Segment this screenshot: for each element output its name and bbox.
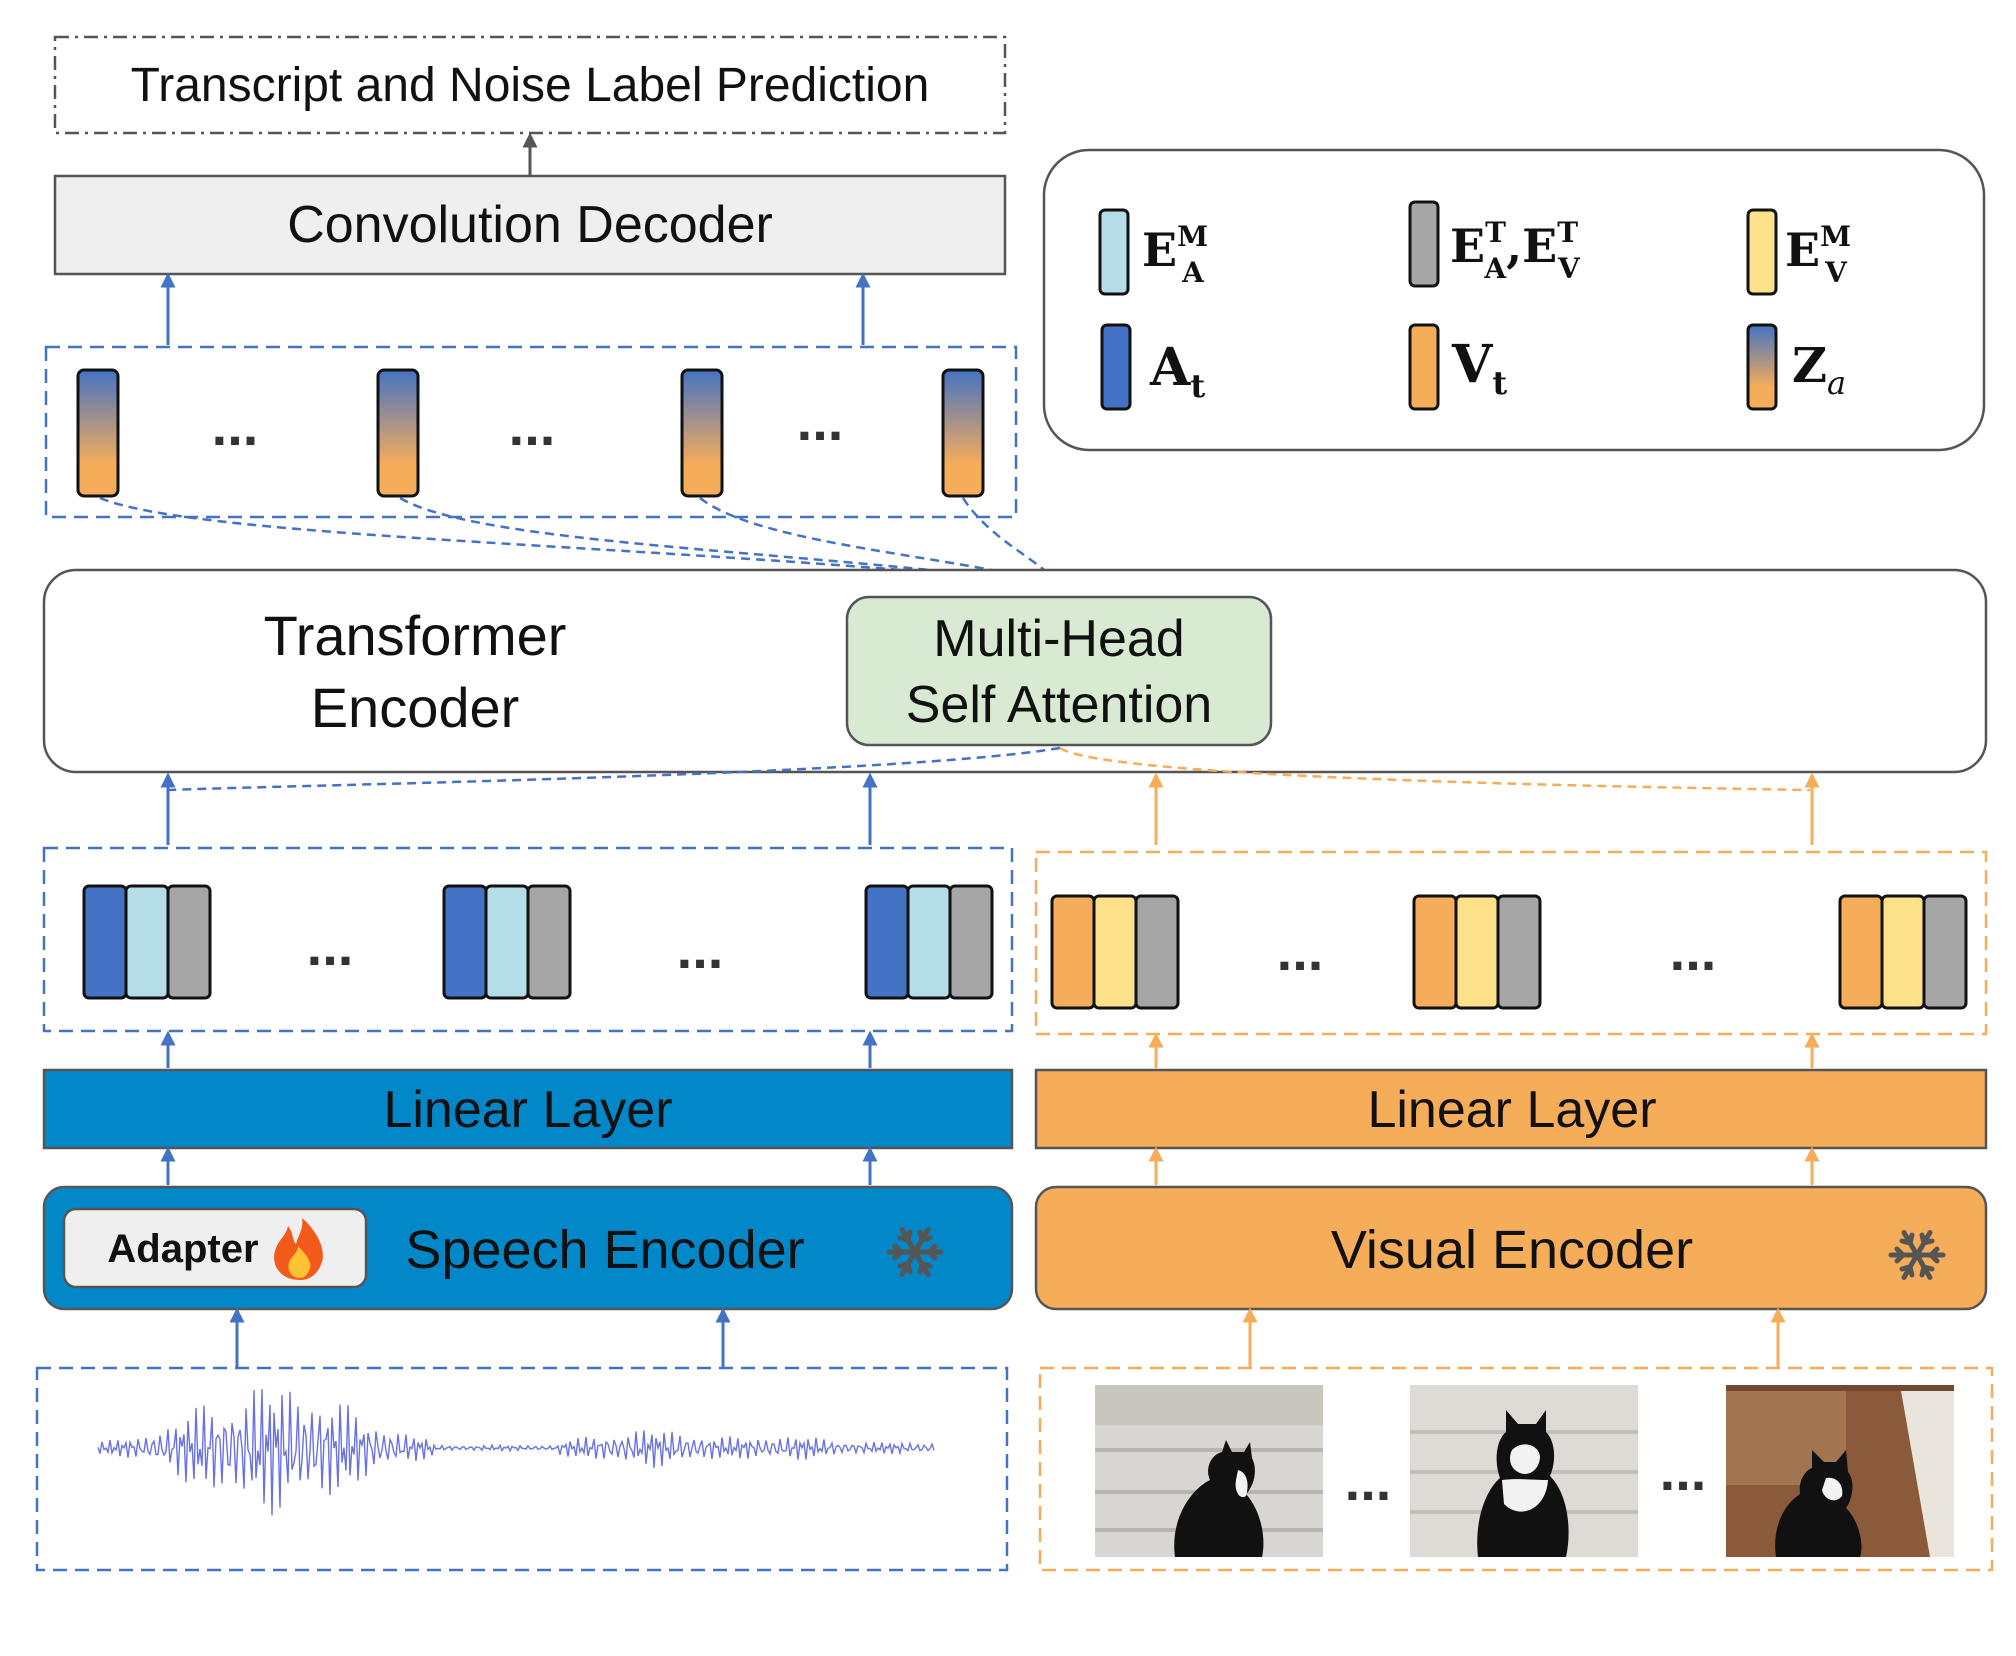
audio-token bbox=[82, 884, 212, 1000]
decoder-label: Convolution Decoder bbox=[287, 196, 773, 254]
ellipsis: ... bbox=[212, 394, 259, 457]
audio-token-group: ... ... bbox=[42, 846, 1014, 1033]
visual-encoder: Visual Encoder bbox=[1034, 1185, 1988, 1311]
z-token bbox=[941, 368, 985, 498]
visual-token bbox=[1412, 894, 1542, 1010]
legend-swatch-emv bbox=[1746, 208, 1778, 296]
legend-label-za: Za bbox=[1792, 338, 1846, 402]
visual-linear-layer: Linear Layer bbox=[1034, 1068, 1988, 1150]
video-frame bbox=[1410, 1385, 1638, 1557]
visual-token-group: ... ... bbox=[1034, 850, 1988, 1036]
visual-linear-label: Linear Layer bbox=[1367, 1081, 1656, 1139]
snowflake-icon bbox=[1888, 1230, 1946, 1280]
transformer-label-line2: Encoder bbox=[311, 676, 520, 739]
cat-silhouette bbox=[1477, 1410, 1569, 1557]
ellipsis: ... bbox=[1345, 1449, 1392, 1512]
legend-swatch-ema bbox=[1098, 208, 1130, 296]
output-token-group: ... ... ... bbox=[44, 345, 1018, 519]
adapter-label: Adapter bbox=[107, 1227, 258, 1271]
cat-silhouette bbox=[1174, 1440, 1264, 1557]
speech-encoder-label: Speech Encoder bbox=[405, 1220, 804, 1280]
video-frame bbox=[1095, 1385, 1323, 1557]
mhsa-label-line1: Multi-Head bbox=[933, 610, 1184, 668]
ellipsis: ... bbox=[1670, 919, 1717, 982]
visual-encoder-label: Visual Encoder bbox=[1331, 1220, 1693, 1280]
z-token bbox=[376, 368, 420, 498]
transformer-encoder: Transformer Encoder Multi-Head Self Atte… bbox=[42, 568, 1988, 774]
ellipsis: ... bbox=[1277, 919, 1324, 982]
fire-icon bbox=[274, 1218, 323, 1280]
audio-linear-layer: Linear Layer bbox=[42, 1068, 1014, 1150]
audio-token bbox=[864, 884, 994, 1000]
legend-swatch-eat-evt bbox=[1408, 200, 1440, 288]
z-token bbox=[680, 368, 724, 498]
legend-swatch-za bbox=[1746, 323, 1778, 411]
legend-swatch-vt bbox=[1408, 323, 1440, 411]
snowflake-icon bbox=[886, 1227, 944, 1277]
attention-lines-input bbox=[167, 746, 1811, 792]
video-frame bbox=[1726, 1385, 1954, 1557]
audio-token bbox=[442, 884, 572, 1000]
convolution-decoder: Convolution Decoder bbox=[53, 174, 1007, 276]
cat-silhouette bbox=[1775, 1450, 1862, 1557]
visual-input: ... ... bbox=[1038, 1366, 1994, 1572]
transformer-label-line1: Transformer bbox=[264, 604, 567, 667]
output-box: Transcript and Noise Label Prediction bbox=[53, 35, 1007, 135]
multi-head-self-attention: Multi-Head Self Attention bbox=[845, 595, 1273, 747]
ellipsis: ... bbox=[307, 914, 354, 977]
audio-input bbox=[35, 1366, 1009, 1572]
visual-token bbox=[1050, 894, 1180, 1010]
ellipsis: ... bbox=[797, 389, 844, 452]
speech-waveform bbox=[97, 1389, 935, 1516]
ellipsis: ... bbox=[509, 394, 556, 457]
z-token bbox=[76, 368, 120, 498]
visual-token bbox=[1838, 894, 1968, 1010]
legend-swatch-at bbox=[1100, 323, 1132, 411]
output-label: Transcript and Noise Label Prediction bbox=[131, 59, 930, 112]
speech-encoder: Adapter Speech Encoder bbox=[42, 1185, 1014, 1311]
ellipsis: ... bbox=[677, 917, 724, 980]
adapter-module: Adapter bbox=[62, 1207, 368, 1289]
audio-linear-label: Linear Layer bbox=[383, 1081, 672, 1139]
ellipsis: ... bbox=[1660, 1439, 1707, 1502]
mhsa-label-line2: Self Attention bbox=[906, 676, 1212, 734]
